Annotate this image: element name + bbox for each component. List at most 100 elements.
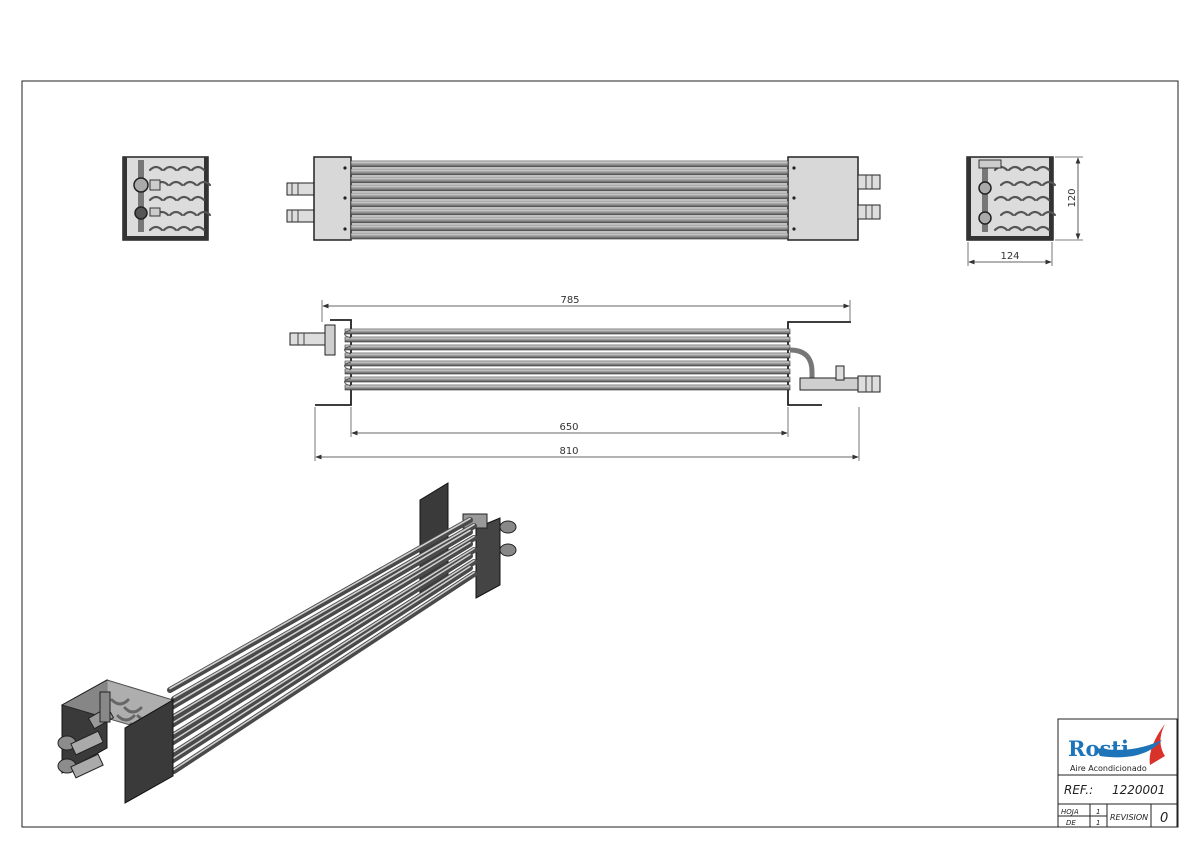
fin xyxy=(148,195,164,202)
fin xyxy=(190,195,206,202)
fin xyxy=(999,210,1015,217)
isometric-view xyxy=(57,482,517,804)
tube-highlight xyxy=(169,517,471,690)
tube xyxy=(350,176,789,184)
logo-tagline: Aire Acondicionado xyxy=(1070,764,1147,773)
dimension-785: 785 xyxy=(321,295,851,322)
de-label: DE xyxy=(1066,819,1076,827)
fin xyxy=(993,195,1009,202)
fin xyxy=(1041,210,1057,217)
fin xyxy=(1027,210,1043,217)
tube xyxy=(350,224,789,232)
fin xyxy=(1027,180,1043,187)
tube xyxy=(167,541,473,729)
fin xyxy=(1013,180,1029,187)
dimension-width: 124 xyxy=(967,242,1053,266)
fin xyxy=(162,225,178,232)
dimension-height: 120 xyxy=(1055,156,1083,241)
tube xyxy=(350,168,789,176)
tube-highlight xyxy=(173,547,475,735)
tube xyxy=(171,547,477,738)
right-end-view xyxy=(966,156,1057,241)
revision-value: 0 xyxy=(1160,811,1168,826)
tube xyxy=(344,352,791,359)
fin xyxy=(1007,195,1023,202)
fin xyxy=(176,225,192,232)
tube xyxy=(171,535,477,720)
tube xyxy=(344,360,791,367)
fin xyxy=(190,165,206,172)
fin xyxy=(1021,225,1037,232)
fin xyxy=(148,165,164,172)
fin xyxy=(999,180,1015,187)
tube xyxy=(344,368,791,375)
tube xyxy=(171,523,477,702)
tube xyxy=(344,384,791,391)
fin xyxy=(1021,195,1037,202)
fin xyxy=(168,210,184,217)
tube xyxy=(167,517,473,693)
dimension-650-label: 650 xyxy=(559,422,578,433)
tube-highlight xyxy=(169,553,471,744)
tube xyxy=(167,565,473,765)
hoja-value: 1 xyxy=(1096,808,1100,816)
fin xyxy=(1013,210,1029,217)
tube xyxy=(350,200,789,208)
dimension-810: 810 xyxy=(314,407,860,461)
tube xyxy=(171,571,477,774)
fin xyxy=(182,180,198,187)
tube xyxy=(171,559,477,756)
tube-highlight xyxy=(173,523,475,699)
fin xyxy=(1007,225,1023,232)
tube xyxy=(350,232,789,240)
tube xyxy=(344,376,791,383)
fin xyxy=(162,165,178,172)
fin xyxy=(1021,165,1037,172)
tube xyxy=(350,208,789,216)
tube xyxy=(350,160,789,168)
tube xyxy=(350,184,789,192)
fin xyxy=(176,165,192,172)
tube xyxy=(344,336,791,343)
fin xyxy=(1007,165,1023,172)
tube-highlight xyxy=(173,559,475,753)
sheet-border xyxy=(21,80,1179,828)
hoja-label: HOJA xyxy=(1061,808,1079,816)
revision-label: REVISION xyxy=(1110,813,1148,822)
fin xyxy=(196,210,212,217)
dimension-785-label: 785 xyxy=(560,295,579,306)
tube xyxy=(167,553,473,747)
fin xyxy=(168,180,184,187)
left-end-view xyxy=(122,156,212,241)
dimension-810-label: 810 xyxy=(559,446,578,457)
tube xyxy=(350,216,789,224)
dimension-650: 650 xyxy=(350,407,789,437)
tube-highlight xyxy=(169,565,471,762)
fin xyxy=(176,195,192,202)
tube xyxy=(167,529,473,711)
fin xyxy=(1035,165,1051,172)
de-value: 1 xyxy=(1096,819,1100,827)
tube-highlight xyxy=(173,535,475,717)
fin xyxy=(162,195,178,202)
fin xyxy=(190,225,206,232)
fin xyxy=(1035,195,1051,202)
dimension-width-label: 124 xyxy=(1000,251,1019,262)
fin xyxy=(1035,225,1051,232)
fin xyxy=(196,180,212,187)
rosti-logo: Rosti Aire Acondicionado xyxy=(1068,724,1165,773)
fin xyxy=(148,225,164,232)
tube xyxy=(344,328,791,335)
title-block: Rosti Aire Acondicionado REF.: 1220001 H… xyxy=(1057,718,1178,828)
tube-highlight xyxy=(169,541,471,726)
logo-brand: Rosti xyxy=(1068,736,1129,761)
dimension-height-label: 120 xyxy=(1067,188,1078,207)
top-view xyxy=(286,156,881,241)
front-view xyxy=(289,319,881,406)
ref-label: REF.: xyxy=(1064,783,1093,797)
tube xyxy=(344,344,791,351)
tube xyxy=(350,192,789,200)
tube-highlight xyxy=(173,571,475,771)
fin xyxy=(1041,180,1057,187)
